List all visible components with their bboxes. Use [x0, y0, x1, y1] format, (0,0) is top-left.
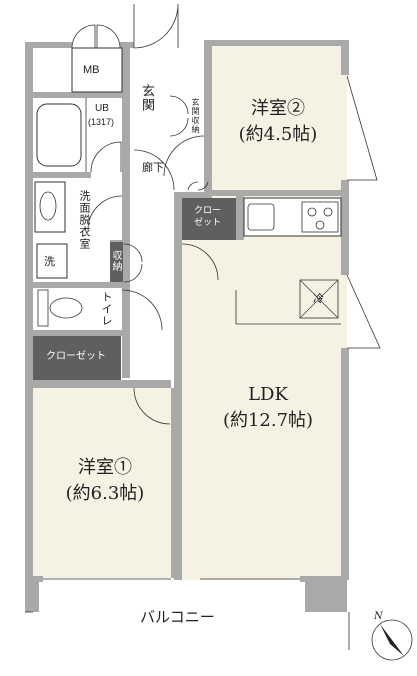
hall-door-arc [133, 149, 175, 191]
kitchen-sink [247, 203, 275, 231]
ldk-floor [182, 240, 347, 580]
bathtub [36, 103, 82, 167]
wall-ldk-left-upper [174, 192, 182, 240]
ldk-label: LDK (約12.7帖) [208, 382, 328, 434]
washer-label: 洗 [44, 255, 55, 268]
burner-2 [323, 207, 333, 217]
west1-door-arc [133, 387, 171, 425]
wall-west1-right [171, 388, 179, 578]
bay-window-west2 [346, 75, 378, 181]
north-arrow-icon [380, 624, 404, 656]
wall-right-lower [341, 348, 349, 580]
ldk-name: LDK [248, 384, 288, 405]
sink-counter [34, 181, 66, 233]
wall-top-left [25, 42, 72, 48]
wall-left [25, 42, 33, 612]
storage-label: 収納 [110, 250, 121, 272]
western1-area: (約6.3帖) [65, 483, 145, 505]
bay-window-ldk [346, 274, 381, 349]
closet-small-door [187, 181, 209, 191]
balcony-label: バルコニー [140, 608, 215, 626]
western2-floor [210, 42, 347, 190]
burner-1 [307, 207, 317, 217]
washer-pan [36, 243, 68, 279]
north-circle [371, 619, 413, 661]
west2-door-arc [163, 135, 205, 177]
wall-wash-bottom [33, 282, 123, 288]
mb-label: MB [83, 64, 100, 76]
ub-door-arc [90, 141, 122, 173]
north-label: N [374, 611, 383, 622]
storage-door-arc [123, 243, 143, 283]
washroom-label: 洗面脱衣室 [78, 190, 91, 250]
entrance-door-arc [133, 3, 179, 49]
western2-label: 洋室② (約4.5帖) [228, 96, 328, 148]
toilet-door-arc [121, 289, 163, 331]
balcony-post-left [25, 578, 39, 612]
burner-3 [315, 220, 325, 230]
sink-basin [39, 191, 57, 221]
ub-size-label: (1317) [88, 117, 115, 127]
fridge-space [299, 279, 339, 319]
entrance-label: 玄関 [139, 84, 154, 112]
wall-bottom-ldk [300, 576, 347, 582]
ldk-door-arc [181, 243, 219, 281]
washroom-door-arc [87, 195, 123, 231]
ub-label: UB [95, 103, 109, 114]
wall-right-upper [341, 40, 349, 75]
mb-door-arc-2 [96, 24, 121, 49]
toilet-tank [37, 289, 49, 327]
wall-right-mid [341, 180, 349, 275]
entrance-storage-label: 玄関収納 [191, 98, 200, 134]
cooktop [301, 201, 339, 233]
closet-west1-fill [33, 336, 121, 380]
closet-small-label-1: クロー [194, 206, 222, 216]
western1-name: 洋室① [78, 457, 132, 478]
western1-label: 洋室① (約6.3帖) [55, 455, 155, 507]
ldk-area: (約12.7帖) [222, 410, 314, 432]
wall-entrance-right [204, 42, 212, 192]
mb-door-arc [71, 24, 96, 49]
closet-west1-label: クローゼット [46, 351, 106, 362]
wall-mb-bottom [33, 92, 123, 98]
wall-west1-top [33, 380, 171, 388]
wall-ub-bottom [33, 172, 91, 178]
western2-area: (約4.5帖) [238, 124, 318, 146]
wall-toilet-bottom [33, 330, 123, 336]
closet-small-fill [182, 198, 236, 240]
fridge-label: 冷 [313, 292, 324, 305]
wall-hall-right [182, 192, 212, 198]
western2-name: 洋室② [251, 98, 305, 119]
wall-top-right [204, 40, 347, 46]
toilet-label: トイレ [100, 291, 113, 327]
wall-bottom-west1 [33, 576, 43, 582]
entrance-storage-door [169, 95, 189, 137]
wall-top-mid [120, 42, 134, 48]
toilet-bowl [49, 297, 83, 319]
hallway-label: 廊下 [142, 161, 164, 174]
fridge-x-2 [299, 279, 339, 319]
western1-floor [33, 388, 171, 578]
mb-box [71, 47, 123, 93]
balcony-post-right [305, 578, 347, 612]
wall-kitchen-right [236, 196, 244, 240]
storage-fill [110, 242, 123, 282]
wall-west2-bottom [210, 190, 341, 196]
wall-core-right [122, 48, 130, 378]
closet-small-label-2: ゼット [194, 218, 222, 228]
